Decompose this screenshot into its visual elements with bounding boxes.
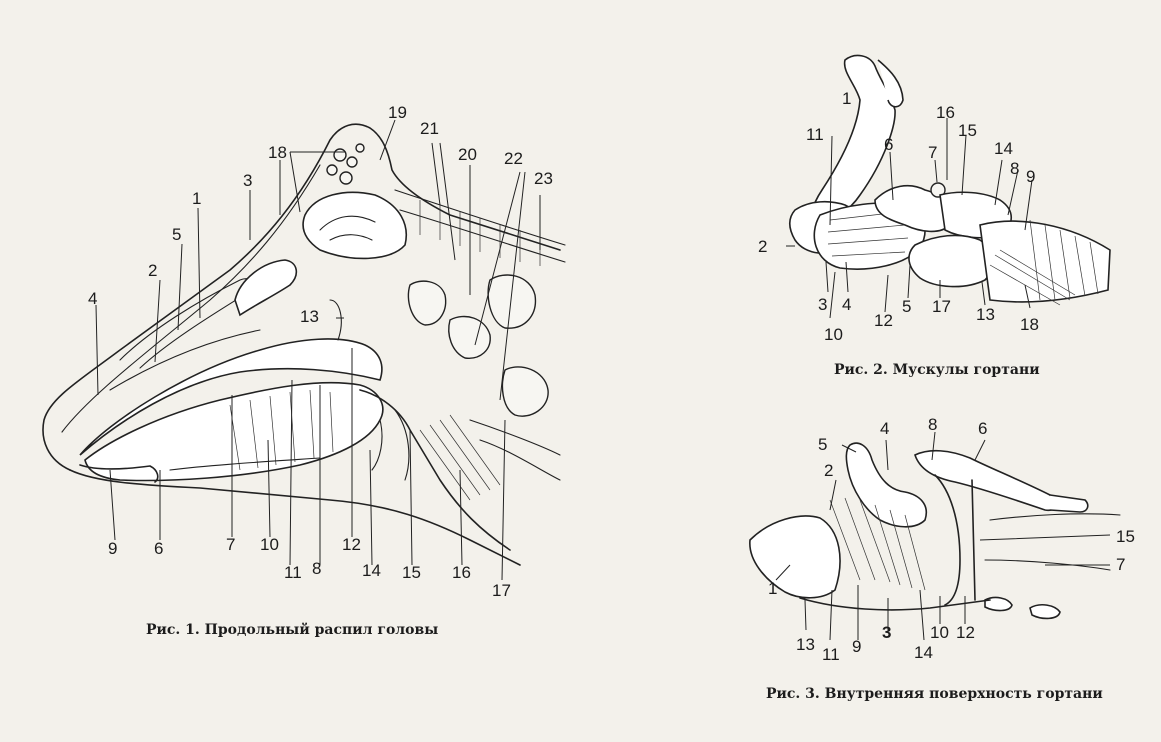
figure-1-head-section-drawing (42, 119, 566, 581)
figure-1-caption: Рис. 1. Продольный распил головы (146, 622, 439, 638)
fig1-label-13: 13 (300, 307, 319, 326)
fig3-label-13: 13 (796, 635, 815, 654)
fig1-label-18: 18 (268, 143, 287, 162)
fig2-label-15: 15 (958, 121, 977, 140)
fig1-label-23: 23 (534, 169, 553, 188)
fig1-label-15: 15 (402, 563, 421, 582)
fig1-label-3: 3 (243, 171, 253, 190)
fig3-label-4: 4 (880, 419, 890, 438)
fig2-label-1: 1 (842, 89, 852, 108)
fig1-label-4: 4 (88, 289, 98, 308)
fig3-label-7: 7 (1116, 555, 1126, 574)
fig2-label-13: 13 (976, 305, 995, 324)
fig2-label-14: 14 (994, 139, 1013, 158)
fig1-label-8: 8 (312, 559, 322, 578)
fig3-label-3: 3 (882, 623, 892, 642)
figure-3-caption: Рис. 3. Внутренняя поверхность гортани (766, 686, 1103, 702)
fig1-label-17: 17 (492, 581, 511, 600)
fig3-label-12: 12 (956, 623, 975, 642)
figure-3-larynx-inner-surface-drawing (749, 431, 1121, 641)
fig3-label-9: 9 (852, 637, 862, 656)
fig1-label-5: 5 (172, 225, 182, 244)
fig2-label-16: 16 (936, 103, 955, 122)
fig2-label-6: 6 (884, 135, 894, 154)
fig1-label-16: 16 (452, 563, 471, 582)
fig1-label-22: 22 (504, 149, 523, 168)
figure-2-larynx-muscles-drawing (786, 54, 1111, 319)
fig2-label-7: 7 (928, 143, 938, 162)
fig3-label-5: 5 (818, 435, 828, 454)
fig3-label-14: 14 (914, 643, 933, 662)
fig3-label-15: 15 (1116, 527, 1135, 546)
fig2-label-12: 12 (874, 311, 893, 330)
fig1-label-7: 7 (226, 535, 236, 554)
fig2-label-17: 17 (932, 297, 951, 316)
fig3-label-10: 10 (930, 623, 949, 642)
fig1-label-1: 1 (192, 189, 202, 208)
fig1-label-19: 19 (388, 103, 407, 122)
fig2-label-4: 4 (842, 295, 852, 314)
fig1-label-20: 20 (458, 145, 477, 164)
fig2-label-10: 10 (824, 325, 843, 344)
fig1-label-10: 10 (260, 535, 279, 554)
figure-2-caption: Рис. 2. Мускулы гортани (834, 362, 1040, 378)
fig3-label-2: 2 (824, 461, 834, 480)
fig3-label-1: 1 (768, 579, 778, 598)
fig2-label-5: 5 (902, 297, 912, 316)
fig1-label-9: 9 (108, 539, 118, 558)
fig3-label-6: 6 (978, 419, 988, 438)
fig1-label-12: 12 (342, 535, 361, 554)
fig3-label-11: 11 (822, 645, 840, 664)
fig1-label-2: 2 (148, 261, 158, 280)
fig2-label-11: 11 (806, 125, 824, 144)
fig2-label-3: 3 (818, 295, 828, 314)
fig1-label-21: 21 (420, 119, 439, 138)
fig3-label-8: 8 (928, 415, 938, 434)
fig2-label-9: 9 (1026, 167, 1036, 186)
fig2-label-18: 18 (1020, 315, 1039, 334)
fig1-label-11: 11 (284, 563, 302, 582)
fig1-label-6: 6 (154, 539, 164, 558)
fig2-label-2: 2 (758, 237, 768, 256)
fig2-label-8: 8 (1010, 159, 1020, 178)
fig1-label-14: 14 (362, 561, 381, 580)
